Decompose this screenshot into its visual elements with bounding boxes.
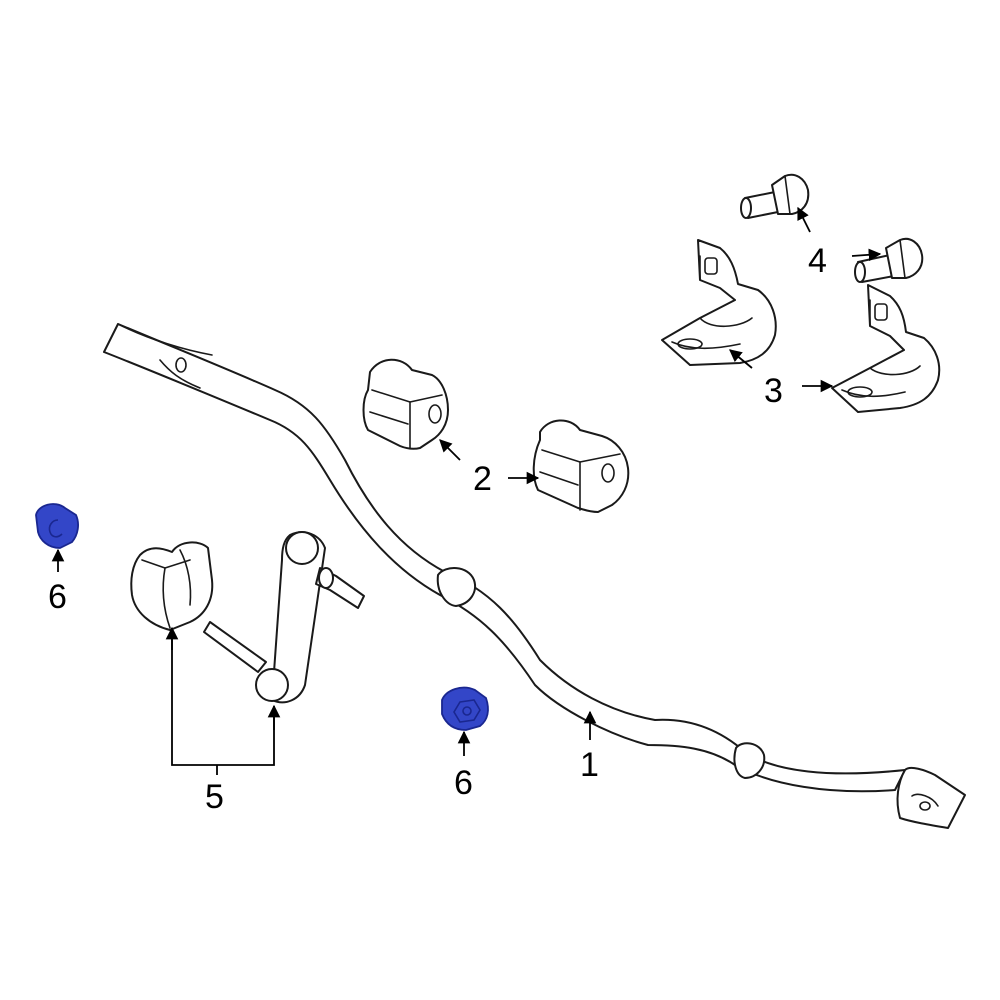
callout-1: 1: [580, 746, 599, 784]
leader-3-left: [729, 349, 753, 369]
bushing-upper[interactable]: [362, 358, 449, 450]
bracket-right[interactable]: [831, 284, 941, 413]
bracket-left[interactable]: [661, 239, 777, 366]
bushing-lower[interactable]: [532, 419, 630, 513]
stabilizer-bar[interactable]: [103, 323, 966, 829]
callout-2: 2: [473, 460, 492, 498]
callout-6-left: 6: [48, 578, 67, 616]
nut-right[interactable]: [441, 686, 489, 731]
end-link-bushing[interactable]: [130, 541, 214, 631]
nut-right-body: [441, 686, 489, 731]
stabilizer-link[interactable]: [203, 531, 365, 704]
nut-right-face: [453, 699, 481, 723]
nut-left[interactable]: [35, 503, 79, 549]
leader-lines: [51, 206, 882, 775]
callout-labels: 1 2 3 4 5 6 6: [48, 242, 827, 816]
bolt-upper[interactable]: [740, 173, 810, 219]
bolt-lower[interactable]: [854, 237, 924, 283]
callout-4: 4: [808, 242, 827, 280]
leader-5-bracket: [171, 628, 275, 766]
callout-3: 3: [764, 372, 783, 410]
nut-left-face: [48, 519, 63, 538]
leader-2-upper: [439, 439, 461, 461]
nut-left-body: [35, 503, 79, 549]
callout-6-right: 6: [454, 764, 473, 802]
nut-right-hole: [462, 706, 472, 716]
callout-5: 5: [205, 778, 224, 816]
leader-4-upper: [797, 206, 811, 233]
leader-4-lower: [851, 248, 882, 262]
